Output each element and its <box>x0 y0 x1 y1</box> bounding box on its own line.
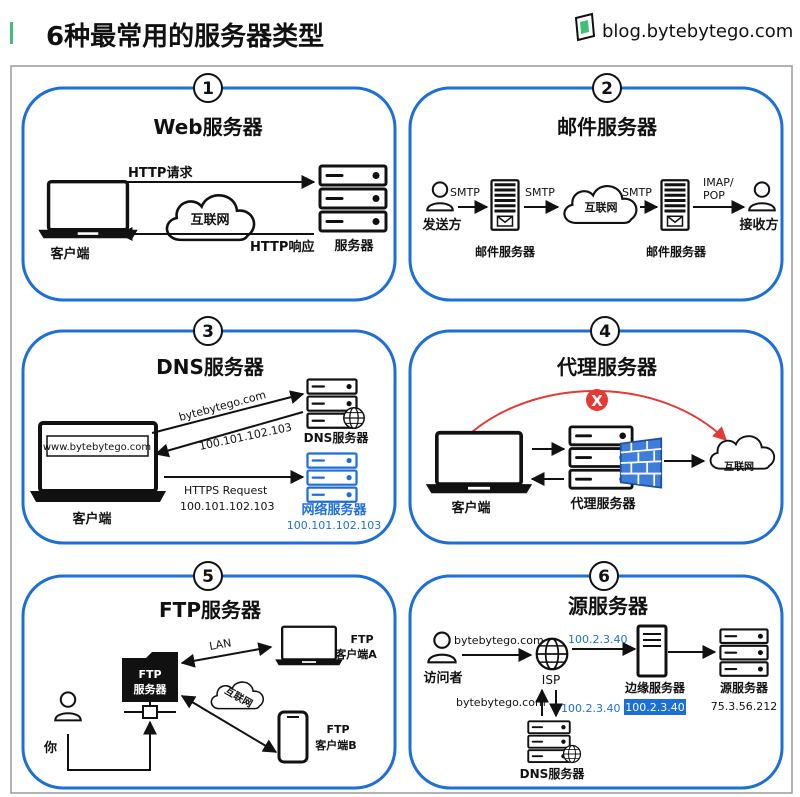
client-b-line2: 客户端B <box>314 738 356 752</box>
panel-title: 源服务器 <box>568 594 649 618</box>
dns-query-label: bytebytego.com <box>456 696 546 709</box>
edge-ip-badge <box>624 699 686 715</box>
panel-number: 1 <box>202 79 214 99</box>
panel-number: 5 <box>202 567 214 587</box>
proxy-server-label: 代理服务器 <box>569 496 636 512</box>
client-label: 客户端 <box>50 246 89 262</box>
lan-arrow <box>180 642 273 668</box>
pop-label: POP <box>703 189 725 202</box>
ftp-folder-icon <box>122 652 178 702</box>
header-accent-bar <box>10 22 13 44</box>
origin-ip-label: 75.3.56.212 <box>711 700 777 713</box>
origin-server-label: 源服务器 <box>720 680 769 695</box>
sender-label: 发送方 <box>421 217 461 233</box>
globe-icon <box>535 637 569 671</box>
internet-label: 互联网 <box>724 460 754 473</box>
internet-arrow <box>180 695 278 753</box>
panel-title: 代理服务器 <box>556 355 658 379</box>
mail-server-label: 邮件服务器 <box>475 244 536 259</box>
panel-number: 2 <box>601 79 613 99</box>
blocked-x: X <box>591 392 603 410</box>
web-server-icon <box>306 452 358 503</box>
panel-title: 邮件服务器 <box>557 115 658 139</box>
you-label: 你 <box>43 740 57 756</box>
https-ip-label: 100.101.102.103 <box>180 500 274 513</box>
ftp-server-line1: FTP <box>138 668 161 681</box>
smtp-label: SMTP <box>525 186 555 199</box>
edge-ip-label: 100.2.3.40 <box>625 701 684 714</box>
smtp-label: SMTP <box>622 186 652 199</box>
panel-number: 3 <box>202 322 214 342</box>
site-url[interactable]: blog.bytebytego.com <box>602 21 793 42</box>
ftp-server-line2: 服务器 <box>134 682 168 696</box>
smtp-label: SMTP <box>450 186 480 199</box>
laptop-icon <box>36 180 140 240</box>
globe-icon <box>343 407 365 429</box>
client-label: 客户端 <box>72 511 111 527</box>
panel-number: 6 <box>598 567 610 587</box>
isp-label: ISP <box>542 673 560 687</box>
laptop-icon <box>274 625 344 667</box>
client-a-line1: FTP <box>350 633 373 646</box>
web-server-label: 网络服务器 <box>301 502 367 518</box>
isp-to-edge-ip: 100.2.3.40 <box>568 633 627 646</box>
network-node-icon <box>142 705 158 719</box>
panel-ftp-server: 5 FTP服务器 FTP 服务器 你 LAN 互联网 FTP 客户端A FTP … <box>21 561 397 790</box>
web-server-ip: 100.101.102.103 <box>287 519 381 532</box>
globe-icon <box>562 744 582 764</box>
laptop-icon <box>424 430 534 496</box>
user-connection-line <box>67 720 157 771</box>
panel-proxy-server: 4 代理服务器 X 互联网 客户端 代理服务器 <box>408 316 784 545</box>
firewall-icon <box>619 437 663 489</box>
mail-server-label: 邮件服务器 <box>646 244 707 259</box>
imap-label: IMAP/ <box>703 176 734 189</box>
edge-server-icon <box>636 624 668 678</box>
panel-number: 4 <box>599 322 611 342</box>
dns-reply-ip: 100.2.3.40 <box>561 702 620 715</box>
http-request-label: HTTP请求 <box>128 165 193 181</box>
server-label: 服务器 <box>334 238 374 254</box>
dns-server-label: DNS服务器 <box>520 766 586 781</box>
blocked-icon <box>586 389 608 411</box>
http-response-label: HTTP响应 <box>250 239 314 255</box>
visitor-query-label: bytebytego.com <box>454 634 544 647</box>
client-b-line1: FTP <box>326 723 349 736</box>
edge-server-label: 边缘服务器 <box>624 680 686 695</box>
panel-web-server: 1 Web服务器 互联网 HTTP请求 HTTP响应 客户端 服务器 <box>21 73 397 302</box>
https-request-label: HTTPS Request <box>184 484 268 497</box>
lan-label: LAN <box>208 636 232 653</box>
page-title: 6种最常用的服务器类型 <box>46 21 324 52</box>
panel-title: DNS服务器 <box>156 355 265 379</box>
internet-label: 互联网 <box>190 213 229 228</box>
panel-title: Web服务器 <box>153 115 263 139</box>
panel-origin-server: 6 源服务器 bytebytego.com 访问者 ISP 100.2.3.40… <box>408 561 784 790</box>
phone-icon <box>277 710 309 764</box>
bytebytego-logo-icon <box>574 12 596 42</box>
url-bar: www.bytebytego.com <box>43 442 151 453</box>
mail-server-icon <box>490 178 520 232</box>
panel-dns-server: 3 DNS服务器 www.bytebytego.com bytebytego.c… <box>21 316 397 545</box>
origin-server-icon <box>719 628 769 677</box>
internet-label: 互联网 <box>585 200 618 214</box>
visitor-label: 访问者 <box>423 670 462 686</box>
server-icon <box>318 164 388 233</box>
dns-reply-arrow <box>154 411 304 458</box>
dns-server-label: DNS服务器 <box>304 430 370 445</box>
client-label: 客户端 <box>451 500 490 516</box>
mail-server-icon <box>660 178 690 232</box>
receiver-label: 接收方 <box>739 217 778 233</box>
laptop-icon <box>30 421 166 502</box>
dns-query-arrow <box>151 390 305 434</box>
client-a-line2: 客户端A <box>334 647 377 661</box>
panel-mail-server: 2 邮件服务器 互联网 SMTP SMTP SMTP IMAP/ POP 发送方… <box>408 73 784 302</box>
panel-title: FTP服务器 <box>159 598 262 622</box>
